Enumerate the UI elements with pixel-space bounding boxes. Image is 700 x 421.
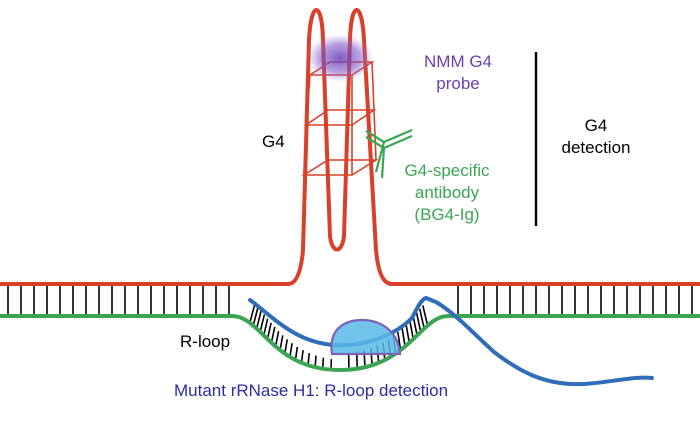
base-pair-rung	[294, 346, 299, 359]
nmm-probe-label-line2: probe	[436, 74, 480, 93]
base-pair-rung	[314, 355, 317, 366]
base-pair-rung	[408, 319, 414, 338]
base-pair-rung	[397, 331, 402, 349]
antibody-label-line2: antibody	[414, 183, 480, 202]
base-pair-rung	[322, 357, 325, 367]
bottom-strand	[0, 314, 700, 373]
base-pair-rung	[422, 305, 428, 325]
base-pair-rung	[279, 335, 284, 349]
base-pair-rung	[405, 323, 410, 342]
base-pair-rung	[252, 306, 259, 325]
base-pair-rung	[289, 343, 293, 356]
g4-detection-label-line1: G4	[584, 116, 608, 135]
antibody-label-line3: (BG4-Ig)	[414, 205, 480, 224]
base-pair-rung	[415, 312, 422, 331]
r-loop-label: R-loop	[180, 332, 231, 351]
nmm-probe-icon	[306, 34, 374, 82]
top-strand	[0, 8, 700, 286]
nmm-probe-label-line1: NMM G4	[424, 52, 492, 71]
antibody-label-line1: G4-specific	[404, 161, 490, 180]
nmm-probe-label: NMM G4 probe	[410, 51, 506, 95]
base-pair-rung	[256, 310, 262, 328]
base-pair-rung	[307, 353, 311, 364]
base-pair-rung	[249, 303, 256, 322]
g4-label: G4	[262, 132, 285, 151]
g4-detection-label-line2: detection	[561, 138, 631, 157]
antibody-icon	[365, 128, 413, 179]
antibody-label: G4-specific antibody (BG4-Ig)	[392, 160, 502, 226]
rnase-h1-icon	[330, 318, 402, 356]
base-pair-rung	[284, 339, 289, 352]
base-pair-rung	[412, 316, 418, 334]
base-pair-rung	[259, 314, 266, 331]
base-pair-rung	[270, 326, 276, 342]
base-pair-rung	[300, 350, 304, 362]
base-pair-rung	[401, 327, 406, 345]
g4-detection-label: G4 detection	[548, 115, 644, 159]
base-pair-rung	[267, 322, 272, 338]
base-pair-rung	[275, 331, 280, 345]
base-pair-rung	[418, 308, 425, 328]
rnase-h1-label: Mutant rRNase H1: R-loop detection	[174, 381, 449, 400]
rna-strand	[248, 295, 654, 387]
base-pair-rung	[263, 318, 269, 334]
